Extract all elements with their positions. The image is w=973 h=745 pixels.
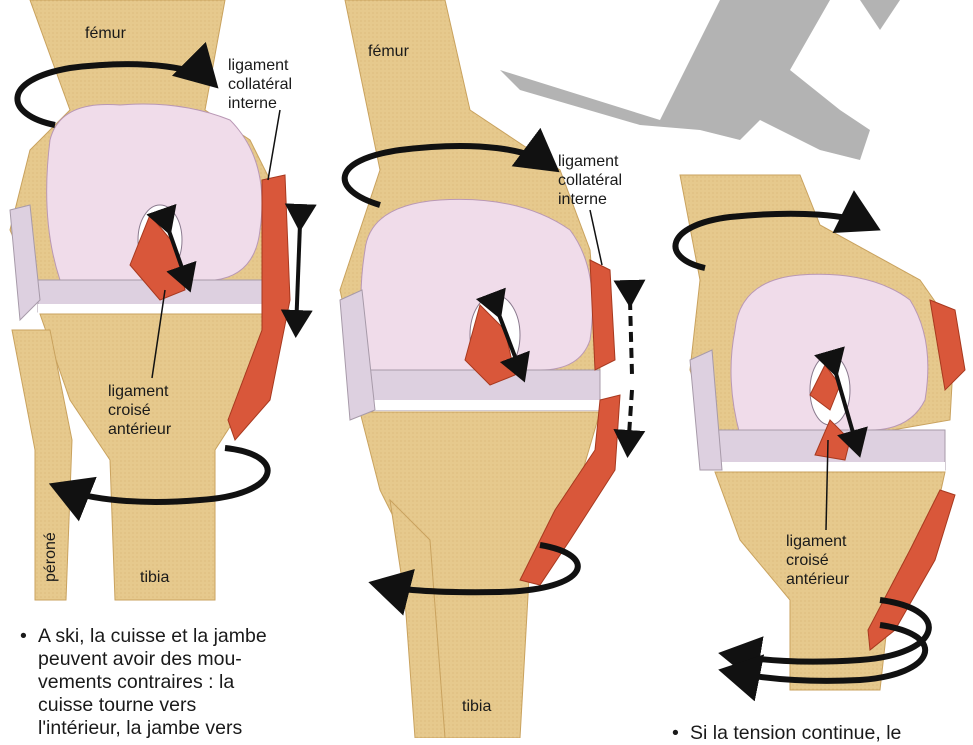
label-tibia-2: tibia: [462, 697, 491, 716]
label-tibia-1: tibia: [140, 568, 169, 587]
knee-3: [675, 175, 965, 690]
tibia-bone-2: [360, 412, 600, 738]
collateral-ligament-2-upper: [590, 260, 615, 370]
label-femur-2: fémur: [368, 42, 409, 61]
label-ligament-collateral-2: ligament collatéral interne: [558, 152, 622, 209]
double-headed-arrow-icon: [630, 300, 632, 375]
label-ligament-croise-1: ligament croisé antérieur: [108, 382, 171, 439]
double-headed-arrow-icon: [296, 224, 300, 330]
tibia-bone-1: [40, 314, 280, 600]
label-ligament-collateral-1: ligament collatéral interne: [228, 56, 292, 113]
double-headed-arrow-icon: [628, 390, 632, 450]
bullet-icon: •: [20, 625, 27, 648]
label-ligament-croise-3: ligament croisé antérieur: [786, 532, 849, 589]
label-femur-1: fémur: [85, 24, 126, 43]
label-perone: péroné: [42, 532, 60, 582]
caption-right: • Si la tension continue, le: [690, 722, 901, 745]
caption-left: • A ski, la cuisse et la jambe peuvent a…: [38, 625, 267, 740]
skier-silhouette-icon: [500, 0, 900, 160]
bullet-icon: •: [672, 722, 679, 745]
knee-2: [340, 0, 632, 738]
